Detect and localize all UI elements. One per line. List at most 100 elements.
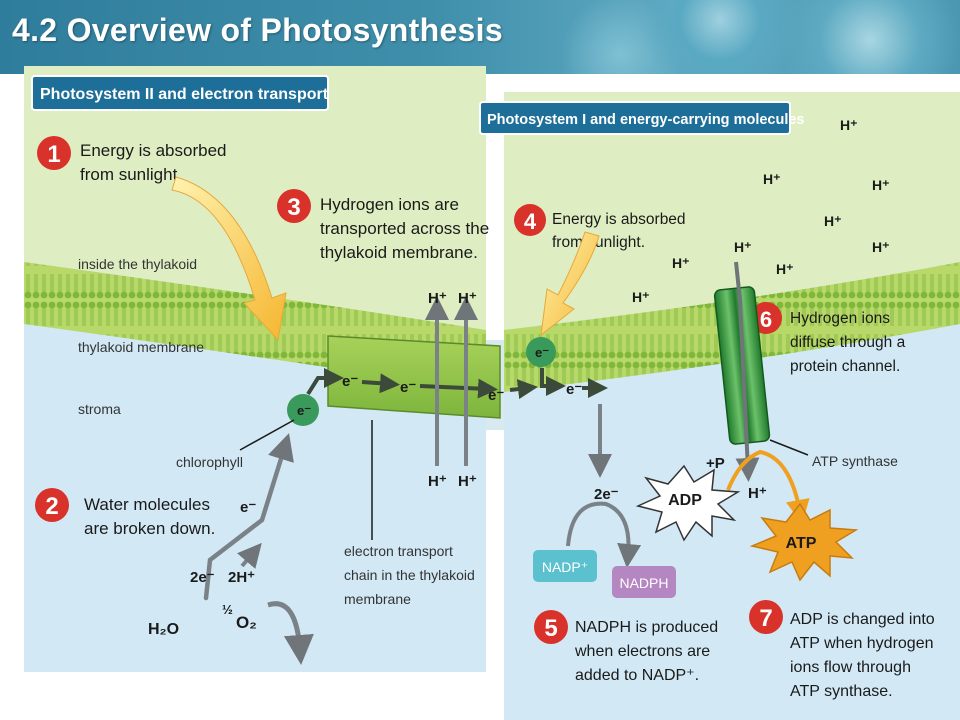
step-text: Energy is absorbed	[80, 141, 226, 160]
right-panel-title: Photosystem I and energy-carrying molecu…	[487, 112, 805, 128]
chlorophyll-label: chlorophyll	[176, 454, 243, 470]
svg-text:4: 4	[524, 209, 537, 234]
electron-label: e⁻	[488, 387, 504, 404]
atp-formation-arrow	[726, 449, 810, 524]
svg-text:1: 1	[47, 141, 60, 168]
electron-flow-arrow	[540, 368, 566, 396]
electron-label: e⁻	[342, 373, 358, 390]
step-badge	[37, 136, 71, 170]
water-label: H₂O	[148, 621, 179, 638]
step-3: 3 Hydrogen ions are transported across t…	[277, 189, 489, 262]
step-text: added to NADP⁺.	[575, 667, 699, 684]
page-title: 4.2 Overview of Photosynthesis	[12, 12, 503, 48]
phosphate-label: +P	[706, 455, 725, 472]
label-inside-thylakoid: inside the thylakoid	[78, 256, 197, 272]
electron-label: e⁻	[400, 379, 416, 396]
h-ions-lumen: H⁺ H⁺ H⁺ H⁺ H⁺ H⁺ H⁺ H⁺ H⁺	[632, 117, 890, 305]
two-electrons-label: 2e⁻	[594, 486, 619, 503]
svg-text:e⁻: e⁻	[535, 345, 549, 360]
electron-flow-arrow	[306, 368, 344, 396]
h-ion-label: H⁺	[458, 290, 477, 307]
h-ion-label: H⁺	[734, 239, 752, 255]
label-thylakoid-membrane: thylakoid membrane	[78, 339, 204, 355]
step-text: Hydrogen ions are	[320, 195, 459, 214]
two-electrons-label: 2e⁻	[190, 569, 215, 586]
step-text: from sunlight.	[80, 165, 182, 184]
h-ion-label: H⁺	[428, 473, 447, 490]
h-ion-label: H⁺	[840, 117, 858, 133]
nadph-box	[612, 566, 676, 598]
h-ion-label: H⁺	[428, 290, 447, 307]
h-ion-label: H⁺	[824, 213, 842, 229]
step-text: when electrons are	[574, 643, 710, 660]
step-badge	[534, 610, 568, 644]
nadp-label: NADP⁺	[542, 559, 588, 575]
step-4: 4 Energy is absorbed from sunlight.	[514, 204, 686, 251]
svg-text:6: 6	[760, 307, 772, 332]
step-5: 5 NADPH is produced when electrons are a…	[534, 610, 718, 684]
svg-text:e⁻: e⁻	[297, 403, 311, 418]
nadp-conversion-arrow	[566, 501, 642, 568]
right-panel-inside-bg	[504, 92, 960, 330]
atp-star	[749, 502, 859, 582]
step-text: diffuse through a	[790, 334, 906, 351]
chlorophyll-molecule-right	[526, 337, 556, 367]
half-label: ½	[222, 602, 233, 617]
sunlight-arrow-right	[540, 231, 600, 337]
step-text: NADPH is produced	[575, 619, 718, 636]
h-ion-label: H⁺	[672, 255, 690, 271]
electron-label: e⁻	[240, 499, 256, 516]
left-title-box	[31, 75, 329, 111]
svg-text:2: 2	[45, 493, 58, 520]
etc-label: membrane	[344, 591, 411, 607]
atp-synthase-pointer	[769, 439, 809, 456]
step-text: are broken down.	[84, 519, 215, 538]
h-ion-label: H⁺	[872, 239, 890, 255]
h-ion-label: H⁺	[458, 473, 477, 490]
step-text: from sunlight.	[552, 234, 645, 251]
h-ion-label: H⁺	[748, 485, 767, 502]
h-ion-label: H⁺	[776, 261, 794, 277]
step-2: 2 Water molecules are broken down.	[35, 488, 215, 538]
step-badge	[749, 600, 783, 634]
etc-label: electron transport	[344, 543, 453, 559]
etc-label: chain in the thylakoid	[344, 567, 475, 583]
step-text: Energy is absorbed	[552, 211, 686, 228]
step-6: 6 Hydrogen ions diffuse through a protei…	[750, 302, 906, 375]
step-text: Hydrogen ions	[790, 310, 890, 327]
svg-text:3: 3	[287, 194, 300, 221]
step-text: thylakoid membrane.	[320, 243, 478, 262]
step-text: ions flow through	[790, 659, 911, 676]
step-badge	[35, 488, 69, 522]
h-ion-release-arrow	[237, 542, 262, 569]
adp-label: ADP	[668, 492, 702, 509]
water-electron-arrow	[203, 433, 294, 601]
left-panel-title: Photosystem II and electron transport	[40, 86, 329, 103]
electron-flow-arrow	[419, 378, 498, 399]
step-badge	[514, 204, 546, 236]
adp-star	[635, 464, 741, 542]
step-text: ADP is changed into	[790, 611, 935, 628]
nadph-label: NADPH	[619, 575, 668, 591]
chlorophyll-molecule-left	[287, 394, 319, 426]
electron-label: e⁻	[566, 381, 582, 398]
step-text: ATP synthase.	[790, 683, 893, 700]
svg-text:5: 5	[544, 615, 557, 642]
step-badge	[277, 189, 311, 223]
oxygen-label: O₂	[236, 613, 257, 632]
atp-synthase-label: ATP synthase	[812, 453, 898, 469]
svg-text:7: 7	[759, 605, 772, 632]
step-text: Water molecules	[84, 495, 210, 514]
sunlight-arrow-left	[171, 176, 287, 342]
h-ion-label: H⁺	[763, 171, 781, 187]
h-ion-diffusion-arrow	[734, 261, 760, 482]
atp-label: ATP	[786, 535, 817, 552]
h-ion-label: H⁺	[872, 177, 890, 193]
step-text: protein channel.	[790, 358, 900, 375]
header-banner: 4.2 Overview of Photosynthesis	[0, 0, 960, 74]
electron-flow-arrow	[509, 379, 538, 400]
electron-flow-arrow	[361, 373, 400, 394]
step-text: ATP when hydrogen	[790, 635, 934, 652]
chlorophyll-pointer	[239, 419, 295, 451]
